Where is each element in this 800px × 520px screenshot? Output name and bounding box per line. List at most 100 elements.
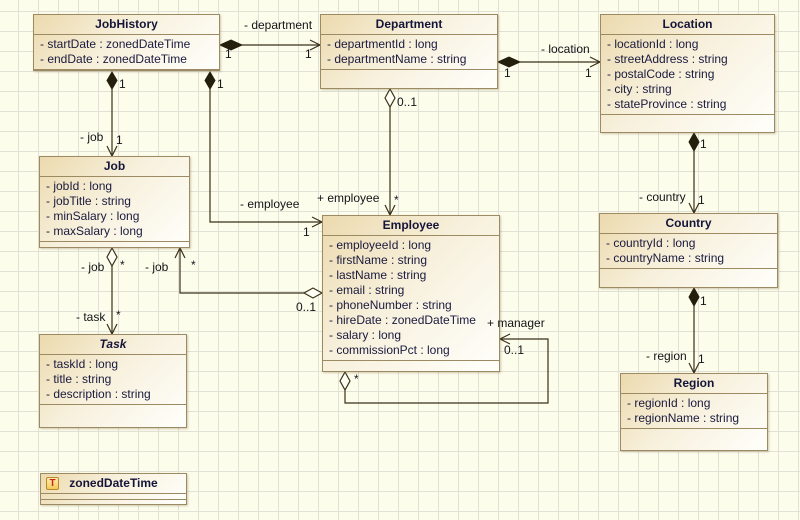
class-attributes: - jobId : long - jobTitle : string - min…: [40, 177, 189, 241]
multiplicity-label: 1: [585, 66, 592, 80]
class-title: Job: [40, 157, 189, 177]
multiplicity-label: 1: [305, 47, 312, 61]
datatype-name: zonedDateTime: [69, 476, 158, 490]
attribute: - startDate : zonedDateTime: [40, 37, 191, 51]
class-department[interactable]: Department - departmentId : long - depar…: [320, 14, 498, 89]
multiplicity-label: *: [354, 372, 359, 386]
class-title: Location: [601, 15, 774, 35]
class-operations-empty: [321, 69, 497, 88]
assoc-role-label: - location: [541, 42, 590, 56]
attribute: - regionId : long: [627, 396, 711, 410]
attribute: - postalCode : string: [607, 67, 715, 81]
multiplicity-label: 1: [225, 47, 232, 61]
open-arrow-icon: [106, 323, 118, 336]
assoc-role-label: - country: [639, 190, 686, 204]
multiplicity-label: 1: [119, 77, 126, 91]
open-arrow-icon: [106, 145, 118, 158]
class-location[interactable]: Location - locationId : long - streetAdd…: [600, 14, 775, 133]
attribute: - jobId : long: [46, 179, 113, 193]
attribute: - jobTitle : string: [46, 194, 131, 208]
class-attributes: - startDate : zonedDateTime - endDate : …: [34, 35, 219, 69]
class-attributes: - taskId : long - title : string - descr…: [40, 355, 186, 404]
open-diamond-icon: [339, 370, 351, 392]
attribute: - commissionPct : long: [329, 343, 450, 357]
attribute: - salary : long: [329, 328, 402, 342]
class-title: Country: [600, 214, 777, 234]
assoc-role-label: - job: [145, 260, 169, 274]
attribute: - locationId : long: [607, 37, 699, 51]
attribute: - stateProvince : string: [607, 97, 727, 111]
filled-diamond-icon: [688, 131, 700, 153]
class-zoneddatetime[interactable]: T zonedDateTime: [40, 473, 187, 505]
multiplicity-label: 1: [504, 66, 511, 80]
class-employee[interactable]: Employee - employeeId : long - firstName…: [322, 215, 500, 372]
class-title: Region: [621, 374, 767, 394]
multiplicity-label: *: [394, 193, 399, 207]
attribute: - departmentId : long: [327, 37, 438, 51]
empty-compartment: [41, 499, 186, 505]
class-jobhistory[interactable]: JobHistory - startDate : zonedDateTime -…: [33, 14, 220, 71]
attribute: - employeeId : long: [329, 238, 432, 252]
assoc-role-label: - job: [81, 260, 105, 274]
attribute: - hireDate : zonedDateTime: [329, 313, 476, 327]
class-attributes: - locationId : long - streetAddress : st…: [601, 35, 774, 114]
open-diamond-icon: [302, 287, 324, 299]
attribute: - endDate : zonedDateTime: [40, 52, 187, 66]
attribute: - departmentName : string: [327, 52, 467, 66]
multiplicity-label: 1: [303, 225, 310, 239]
class-title: Department: [321, 15, 497, 35]
multiplicity-label: 0..1: [397, 95, 418, 109]
assoc-role-label: - job: [80, 130, 104, 144]
attribute: - taskId : long: [46, 357, 119, 371]
attribute: - firstName : string: [329, 253, 428, 267]
attribute: - streetAddress : string: [607, 52, 728, 66]
class-region[interactable]: Region - regionId : long - regionName : …: [620, 373, 768, 451]
open-arrow-icon: [311, 216, 324, 228]
attribute: - minSalary : long: [46, 209, 140, 223]
class-operations-empty: [40, 404, 186, 427]
open-arrow-icon: [174, 246, 186, 259]
class-country[interactable]: Country - countryId : long - countryName…: [599, 213, 778, 288]
class-attributes: - regionId : long - regionName : string: [621, 394, 767, 428]
filled-diamond-icon: [106, 71, 118, 90]
open-diamond-icon: [384, 87, 396, 109]
class-title: T zonedDateTime: [41, 474, 186, 493]
multiplicity-label: 1: [698, 352, 705, 366]
class-attributes: - countryId : long - countryName : strin…: [600, 234, 777, 268]
multiplicity-label: 1: [698, 193, 705, 207]
assoc-role-label: - employee: [240, 197, 300, 211]
attribute: - lastName : string: [329, 268, 427, 282]
multiplicity-label: 1: [116, 133, 123, 147]
attribute: - maxSalary : long: [46, 224, 143, 238]
attribute: - regionName : string: [627, 411, 740, 425]
class-title: Task: [40, 335, 186, 355]
class-attributes: - departmentId : long - departmentName :…: [321, 35, 497, 69]
open-diamond-icon: [106, 246, 118, 268]
assoc-role-label: - region: [646, 349, 687, 363]
class-operations-empty: [34, 69, 219, 70]
class-job[interactable]: Job - jobId : long - jobTitle : string -…: [39, 156, 190, 248]
assoc-role-label: + employee: [317, 191, 380, 205]
attribute: - title : string: [46, 372, 112, 386]
datatype-icon: T: [46, 477, 59, 490]
assoc-role-label: + manager: [487, 316, 545, 330]
attribute: - email : string: [329, 283, 405, 297]
class-operations-empty: [621, 428, 767, 450]
multiplicity-label: 1: [217, 77, 224, 91]
class-operations-empty: [601, 114, 774, 132]
class-operations-empty: [600, 268, 777, 287]
empty-compartment: [41, 493, 186, 499]
assoc-role-label: - department: [244, 18, 313, 32]
attribute: - description : string: [46, 387, 151, 401]
attribute: - countryName : string: [606, 251, 725, 265]
association-employee-job: [174, 246, 324, 299]
assoc-role-label: - task: [76, 310, 106, 324]
class-attributes: - employeeId : long - firstName : string…: [323, 236, 499, 360]
multiplicity-label: *: [120, 258, 125, 272]
filled-diamond-icon: [688, 286, 700, 308]
attribute: - phoneNumber : string: [329, 298, 452, 312]
class-operations-empty: [323, 360, 499, 371]
class-task[interactable]: Task - taskId : long - title : string - …: [39, 334, 187, 428]
multiplicity-label: *: [191, 258, 196, 272]
